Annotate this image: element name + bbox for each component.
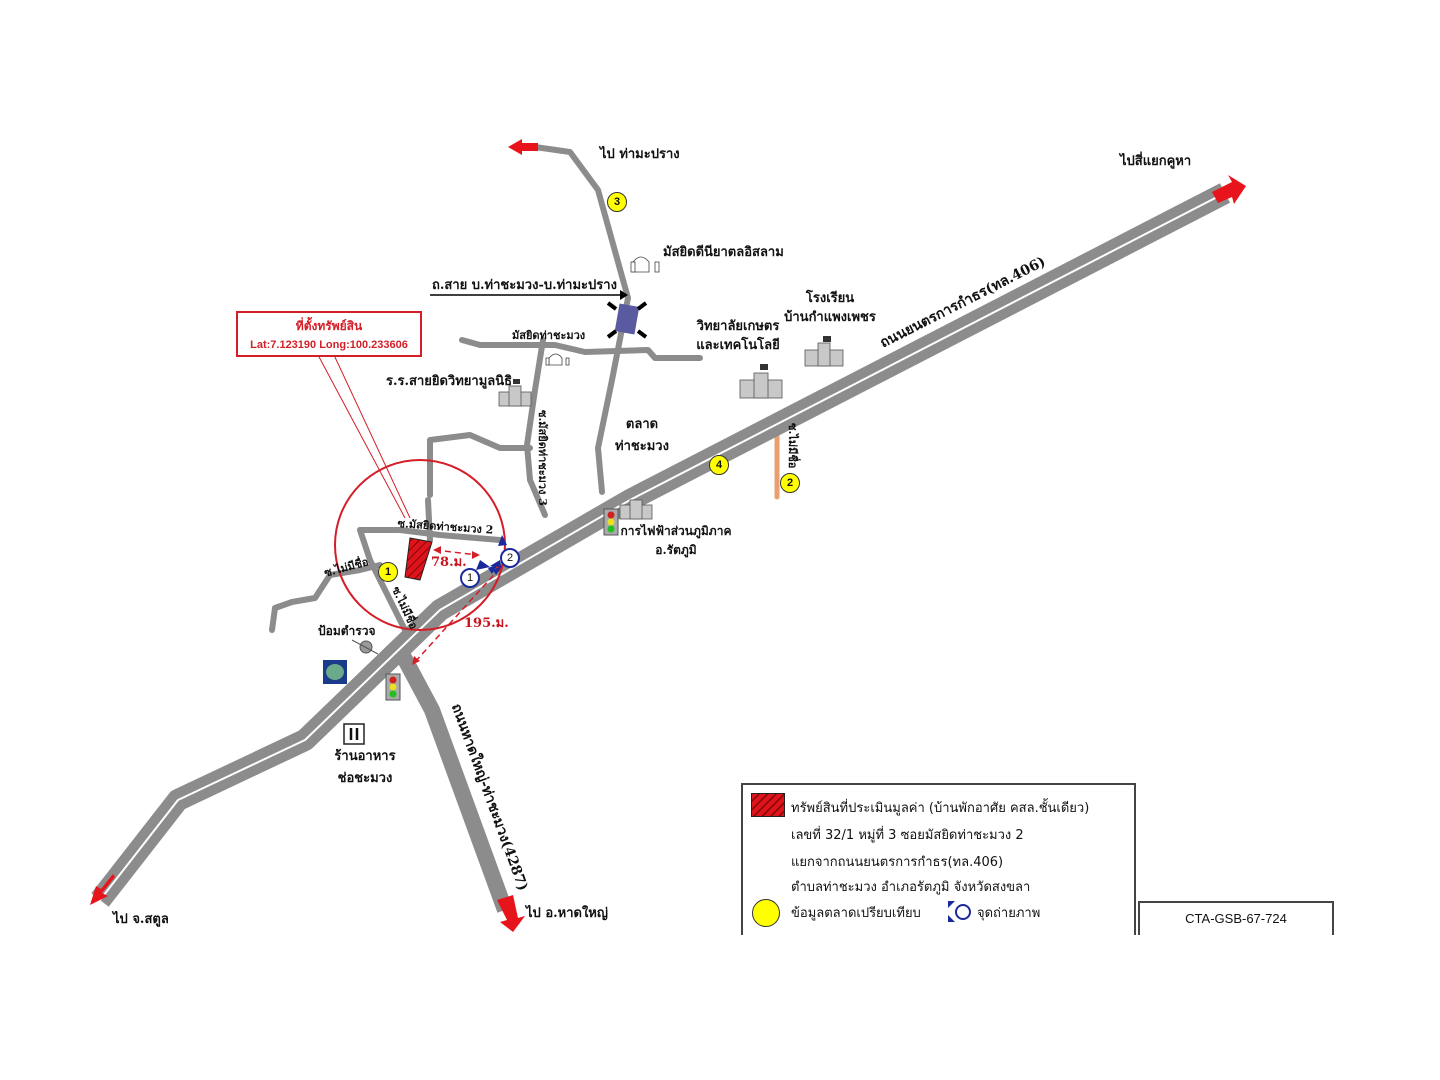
label-road-tha-maprang: ถ.สาย บ.ท่าชะมวง-บ.ท่ามะปราง: [432, 278, 617, 293]
label-pea: การไฟฟ้าส่วนภูมิภาค อ.รัตภูมิ: [616, 524, 736, 558]
market-marker[interactable]: 3: [607, 192, 627, 212]
legend-market-data: ข้อมูลตลาดเปรียบเทียบ: [791, 906, 921, 921]
highway-406: [90, 175, 1246, 907]
arrow-to-tha-maprang: [508, 139, 538, 155]
soi-2-road: [357, 527, 503, 543]
market-marker[interactable]: 2: [780, 473, 800, 493]
map-legend: ทรัพย์สินที่ประเมินมูลค่า (บ้านพักอาศัย …: [741, 783, 1136, 935]
label-restaurant-line1: ร้านอาหาร: [334, 749, 396, 764]
property-parcel: [404, 537, 433, 581]
minor-roads: [269, 144, 703, 643]
label-restaurant: ร้านอาหาร ช่อชะมวง: [330, 749, 400, 787]
arrow-to-hat-yai: [497, 895, 525, 932]
arrow-to-khuha: [1212, 175, 1246, 204]
callout-coordinates: Lat:7.123190 Long:100.233606: [250, 339, 408, 351]
legend-address-line1: เลขที่ 32/1 หมู่ที่ 3 ซอยมัสยิดท่าชะมวง …: [791, 828, 1024, 843]
photo-point[interactable]: 1: [460, 568, 480, 588]
photo-point[interactable]: 2: [500, 548, 520, 568]
label-to-khuha: ไปสี่แยกคูหา: [1120, 154, 1192, 169]
traffic-light-icon: [603, 508, 619, 536]
legend-address-line2: แยกจากถนนยนตรการกำธร(ทล.406): [791, 855, 1004, 870]
label-college: วิทยาลัยเกษตร และเทคโนโลยี: [693, 319, 783, 354]
building-icon: [498, 342, 844, 520]
soi-unnamed-south: [357, 527, 413, 643]
market-data-dot-icon: [752, 899, 780, 927]
road-west-loop: [427, 432, 533, 498]
label-market: ตลาด ท่าชะมวง: [612, 417, 672, 455]
traffic-light-icon: [385, 673, 401, 701]
bridge-icon: [606, 301, 648, 339]
legend-property: ทรัพย์สินที่ประเมินมูลค่า (บ้านพักอาศัย …: [791, 801, 1090, 816]
callout-leader: [317, 354, 411, 519]
soi-unnamed-west: [269, 562, 383, 633]
label-college-line2: และเทคโนโลยี: [696, 338, 780, 354]
distance-label-195m: 195.ม.: [464, 616, 509, 631]
road-4287: [392, 646, 525, 932]
legend-photo-point: จุดถ่ายภาพ: [977, 906, 1041, 921]
label-market-line2: ท่าชะมวง: [615, 439, 669, 455]
label-to-tha-maprang: ไป ท่ามะปราง: [600, 147, 680, 162]
label-pea-line2: อ.รัตภูมิ: [655, 543, 697, 558]
label-soi-unnamed-c: ซ.ไม่มีชื่อ: [786, 423, 799, 469]
distance-label-78m: 78.ม.: [431, 555, 467, 570]
restaurant-icon: [343, 723, 365, 745]
property-swatch-icon: [751, 793, 785, 817]
legend-address-line3: ตำบลท่าชะมวง อำเภอรัตภูมิ จังหวัดสงขลา: [791, 880, 1031, 895]
label-school-sai-yid: ร.ร.สายยิดวิทยามูลนิธิ: [386, 374, 513, 389]
label-market-line1: ตลาด: [625, 417, 659, 432]
label-restaurant-line2: ช่อชะมวง: [337, 771, 393, 787]
label-to-hat-yai: ไป อ.หาดใหญ่: [526, 906, 608, 921]
distance-arrows: [414, 549, 501, 663]
label-to-satun: ไป จ.สตูล: [113, 912, 169, 927]
label-school-kamphaeng-line2: บ้านกำแพงเพชร: [784, 310, 876, 326]
label-school-kamphaeng-line1: โรงเรียน: [805, 291, 855, 306]
mosque-icon: [545, 256, 660, 366]
label-school-kamphaeng: โรงเรียน บ้านกำแพงเพชร: [780, 291, 880, 326]
label-mosque-tha-chamuang: มัสยิดท่าชะมวง: [512, 329, 586, 342]
road-mosque-east-west: [459, 337, 703, 361]
road-tha-maprang: [532, 144, 631, 495]
gas-station-icon: [323, 660, 347, 684]
label-mosque-darul: มัสยิดดีนียาตลอิสลาม: [663, 245, 784, 260]
arrow-to-satun: [90, 874, 115, 905]
road-4287-north: [425, 497, 433, 543]
property-location-callout: ที่ตั้งทรัพย์สิน Lat:7.123190 Long:100.2…: [236, 311, 422, 357]
label-pea-line1: การไฟฟ้าส่วนภูมิภาค: [620, 524, 732, 538]
callout-title: ที่ตั้งทรัพย์สิน: [295, 319, 363, 333]
photo-point-legend-icon: [948, 901, 974, 923]
label-police: ป้อมตำรวจ: [318, 624, 376, 638]
market-marker[interactable]: 1: [378, 562, 398, 582]
label-college-line1: วิทยาลัยเกษตร: [696, 319, 780, 334]
reference-code: CTA-GSB-67-724: [1138, 901, 1334, 935]
label-soi-3: ซ.มัสยิดท่าชะมวง 3: [536, 410, 549, 506]
market-marker[interactable]: 4: [709, 455, 729, 475]
